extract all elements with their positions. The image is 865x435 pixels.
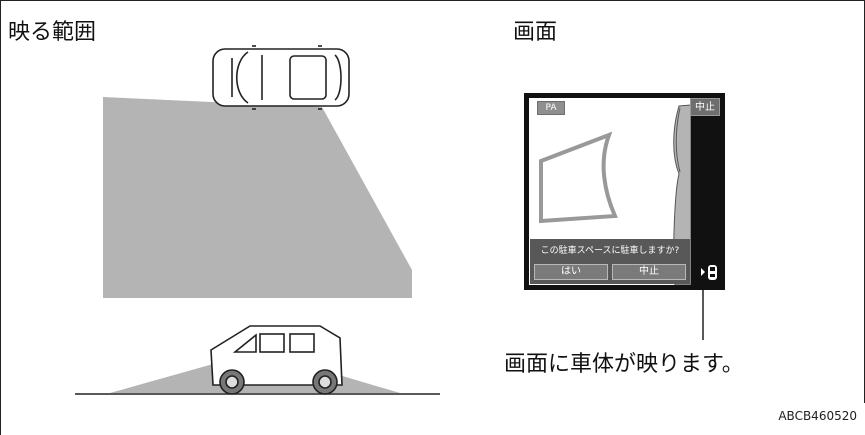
side-view-car	[210, 325, 343, 395]
pa-badge: PA	[537, 101, 565, 115]
parking-assist-screen: PA 中止 この駐車スペースに駐車しますか? はい 中止	[524, 93, 725, 290]
figure-code: ABCB460520	[778, 409, 857, 423]
parking-space-outline	[539, 131, 618, 224]
dialog-message: この駐車スペースに駐車しますか?	[540, 246, 680, 256]
coverage-area-heading: 映る範囲	[8, 20, 97, 45]
stop-button[interactable]: 中止	[612, 264, 686, 280]
frame-left-border	[0, 0, 1, 435]
screen-caption: 画面に車体が映ります。	[504, 352, 744, 377]
screen-heading: 画面	[513, 20, 558, 45]
top-view-car	[212, 45, 350, 110]
park-confirm-dialog: この駐車スペースに駐車しますか? はい 中止	[530, 239, 690, 284]
car-icon	[701, 265, 717, 280]
yes-button[interactable]: はい	[534, 264, 608, 280]
stop-button-top[interactable]: 中止	[690, 98, 720, 116]
top-view-coverage-area	[103, 97, 412, 298]
vehicle-view-button[interactable]	[700, 261, 720, 283]
frame-top-border	[0, 0, 865, 1]
